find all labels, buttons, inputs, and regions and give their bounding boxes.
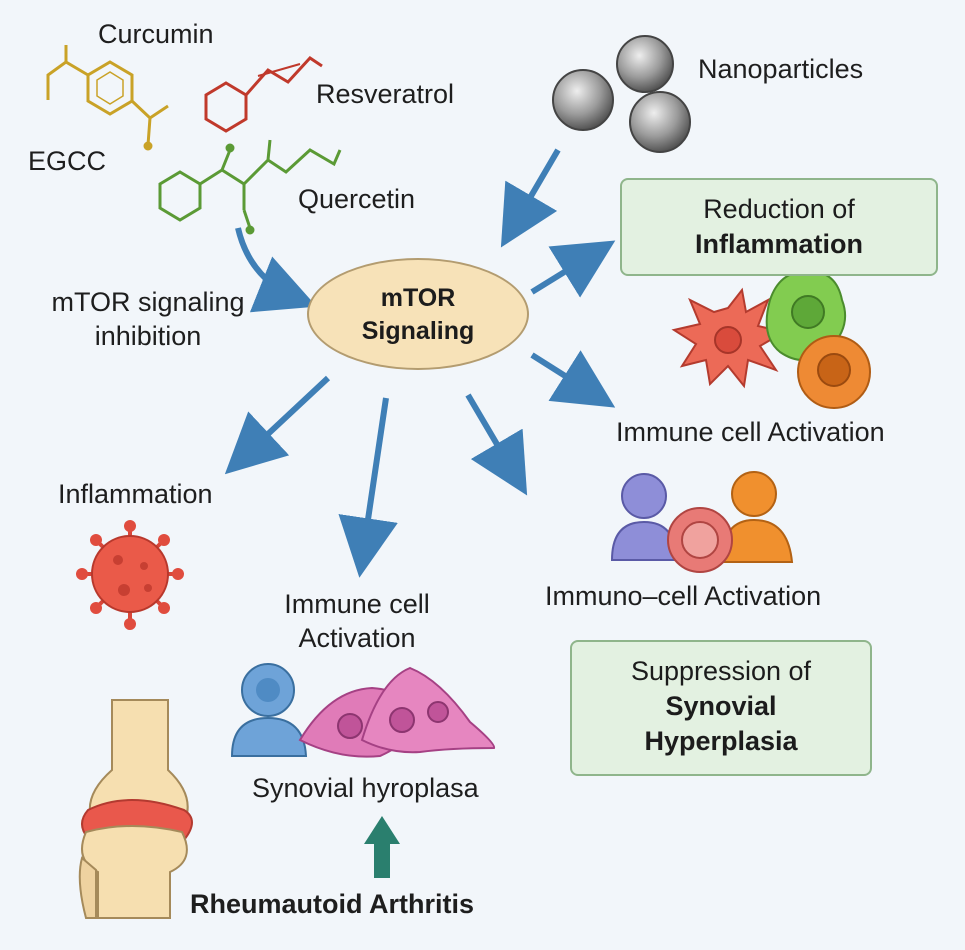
mtor-inhibition-label: mTOR signaling inhibition xyxy=(20,286,276,354)
reduction-box-line1: Reduction of xyxy=(703,194,855,224)
immune-people-icon xyxy=(610,471,794,573)
arrow-mtor-to-reduction xyxy=(530,240,616,298)
suppression-of-synovial-hyperplasia-box: Suppression of Synovial Hyperplasia xyxy=(570,640,872,776)
mtor-signaling-node: mTOR Signaling xyxy=(307,258,529,370)
immune-cell-center-line1: Immune cell xyxy=(284,589,430,619)
curcumin-label: Curcumin xyxy=(98,19,214,49)
arrow-mtor-to-immuno-cell xyxy=(465,393,528,496)
synovial-cells-icon xyxy=(298,666,496,758)
inflammation-label: Inflammation xyxy=(58,479,213,509)
immune-cells-cluster-icon xyxy=(671,270,871,409)
virus-inflammation-icon xyxy=(76,520,184,630)
arrow-mtor-to-immune-center xyxy=(338,397,398,578)
curcumin-molecule-icon xyxy=(46,45,169,151)
blue-immune-cell-icon xyxy=(230,663,308,757)
up-arrow-icon xyxy=(364,816,400,878)
egcc-label: EGCC xyxy=(28,146,107,176)
suppression-box-line2: Synovial xyxy=(665,691,777,722)
arrow-compounds-to-mtor xyxy=(235,227,317,313)
rheumatoid-arthritis-label: Rheumautoid Arthritis xyxy=(190,889,475,919)
arrow-nanoparticles-to-mtor xyxy=(500,148,561,248)
suppression-box-line3: Hyperplasia xyxy=(644,726,798,757)
nanoparticles-label: Nanoparticles xyxy=(698,54,864,84)
immune-cell-activation-center-label: Immune cell Activation xyxy=(262,588,452,656)
quercetin-molecule-icon xyxy=(158,139,342,235)
reduction-box-line2: Inflammation xyxy=(694,229,863,260)
resveratrol-molecule-icon xyxy=(204,56,323,133)
reduction-of-inflammation-box: Reduction of Inflammation xyxy=(620,178,938,276)
immune-cell-center-line2: Activation xyxy=(298,622,416,653)
arrow-mtor-to-immune-right xyxy=(530,350,616,408)
synovial-hyroplasa-label: Synovial hyroplasa xyxy=(252,773,479,803)
flow-arrows xyxy=(224,148,616,578)
arrow-mtor-to-inflammation xyxy=(224,375,331,475)
suppression-box-line1: Suppression of xyxy=(630,656,812,686)
resveratrol-label: Resveratrol xyxy=(316,79,455,109)
knee-joint-icon xyxy=(78,699,193,919)
nanoparticles-icon xyxy=(552,35,691,153)
mtor-inhibition-line2: inhibition xyxy=(94,320,202,351)
quercetin-label: Quercetin xyxy=(298,184,416,214)
mtor-inhibition-line1: mTOR signaling xyxy=(51,287,245,317)
immune-cell-activation-right-label: Immune cell Activation xyxy=(616,417,885,447)
mtor-node-line2: Signaling xyxy=(361,316,475,345)
mtor-node-line1: mTOR xyxy=(380,284,456,312)
immuno-cell-activation-label: Immuno–cell Activation xyxy=(545,581,822,611)
